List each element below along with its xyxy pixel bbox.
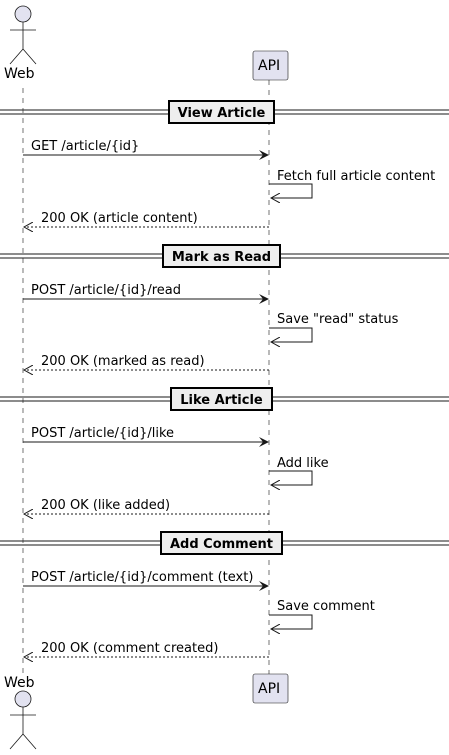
message-response: 200 OK (article content) bbox=[24, 211, 269, 227]
section-title: View Article bbox=[178, 106, 266, 121]
message-label: 200 OK (comment created) bbox=[41, 641, 218, 656]
message-label: POST /article/{id}/read bbox=[31, 283, 181, 298]
actor-icon bbox=[14, 690, 32, 708]
message-self: Save comment bbox=[269, 599, 375, 629]
message-response: 200 OK (marked as read) bbox=[24, 354, 269, 370]
message-self: Save "read" status bbox=[269, 312, 399, 342]
message-label: 200 OK (article content) bbox=[41, 211, 198, 226]
message-request: POST /article/{id}/comment (text) bbox=[23, 570, 269, 591]
message-label: Save "read" status bbox=[277, 312, 399, 327]
section-divider: Add Comment bbox=[0, 531, 449, 555]
section-divider: View Article bbox=[0, 100, 449, 124]
web-actor-top: Web bbox=[4, 5, 37, 82]
api-participant-label: API bbox=[258, 681, 280, 697]
web-actor-label: Web bbox=[4, 675, 35, 691]
section-title: Like Article bbox=[180, 393, 263, 408]
message-self: Fetch full article content bbox=[269, 169, 435, 198]
section-title: Add Comment bbox=[170, 537, 273, 552]
section-divider: Like Article bbox=[0, 387, 449, 411]
api-participant-top: API bbox=[252, 50, 289, 81]
message-response: 200 OK (like added) bbox=[24, 498, 269, 514]
message-label: 200 OK (marked as read) bbox=[41, 354, 205, 369]
section-divider: Mark as Read bbox=[0, 244, 449, 268]
api-participant-box bbox=[252, 50, 289, 81]
message-label: POST /article/{id}/comment (text) bbox=[31, 570, 253, 585]
message-label: POST /article/{id}/like bbox=[31, 426, 174, 441]
section-title: Mark as Read bbox=[172, 250, 271, 265]
web-actor-label: Web bbox=[4, 66, 35, 82]
message-request: POST /article/{id}/read bbox=[23, 283, 269, 304]
message-request: POST /article/{id}/like bbox=[23, 426, 269, 447]
message-label: 200 OK (like added) bbox=[41, 498, 170, 513]
web-actor-bottom: Web bbox=[4, 675, 37, 750]
message-self: Add like bbox=[269, 456, 329, 485]
api-participant-label: API bbox=[258, 58, 280, 74]
message-label: GET /article/{id} bbox=[31, 139, 139, 154]
message-response: 200 OK (comment created) bbox=[24, 641, 269, 657]
message-request: GET /article/{id} bbox=[23, 139, 269, 160]
message-label: Add like bbox=[277, 456, 329, 471]
message-label: Fetch full article content bbox=[277, 169, 435, 184]
api-participant-bottom: API bbox=[252, 673, 289, 704]
message-label: Save comment bbox=[277, 599, 375, 614]
api-participant-box bbox=[252, 673, 289, 704]
actor-icon bbox=[14, 5, 32, 23]
